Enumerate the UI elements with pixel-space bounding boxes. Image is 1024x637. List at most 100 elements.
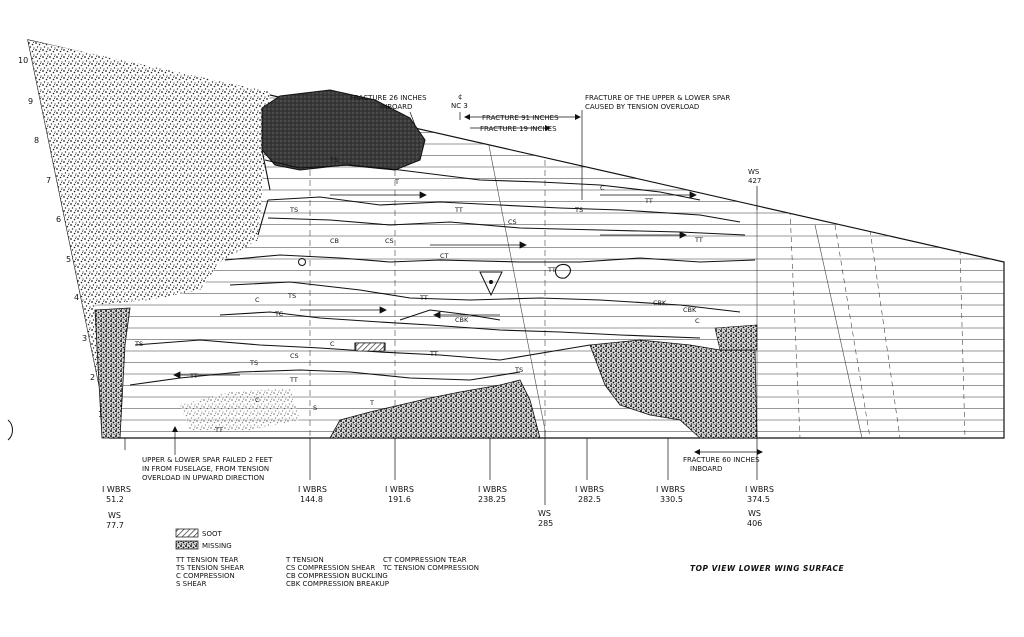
wbrs-1-value: 51.2 <box>106 495 124 504</box>
legend-soot-swatch <box>175 528 199 538</box>
mark-tc-1: TC <box>274 310 284 318</box>
rib-lines <box>309 40 966 438</box>
ws-427-value: 427 <box>748 177 761 185</box>
spar-failed-line3: OVERLOAD IN UPWARD DIRECTION <box>142 474 264 482</box>
spar-tension-line1: FRACTURE OF THE UPPER & LOWER SPAR <box>585 94 730 102</box>
legend-col2-item2: CS COMPRESSION SHEAR <box>286 564 375 572</box>
missing-region-bottom <box>329 379 541 439</box>
fastener-circle <box>298 258 306 266</box>
wbrs-6-label: I WBRS <box>656 485 685 494</box>
missing-region-left <box>28 40 270 438</box>
centerline-nc: NC 3 <box>451 102 468 110</box>
mark-cs-2: CS <box>385 237 394 245</box>
mark-tt-5: TT <box>429 350 438 358</box>
missing-region-bottom-right <box>589 339 758 439</box>
mark-c-4: C <box>255 396 260 404</box>
mark-tt-9: TT <box>694 236 703 244</box>
wbrs-labels: I WBRS 51.2 I WBRS 144.8 I WBRS 191.6 I … <box>102 485 774 504</box>
triangle-marker <box>479 271 503 297</box>
row-num-2: 2 <box>90 373 95 382</box>
fracture-60-line2: INBOARD <box>690 465 722 473</box>
mark-ts-1: TS <box>329 156 338 164</box>
fracture-26-line2: INBOARD <box>380 103 412 111</box>
ws-1-value: 77.7 <box>106 521 124 530</box>
missing-region-lower-left <box>94 307 131 439</box>
callout-ws-427: WS 427 <box>748 168 761 210</box>
row-num-5: 5 <box>66 255 71 264</box>
mark-s-1: S <box>313 404 317 412</box>
missing-region-right <box>714 324 758 351</box>
ws-2-value: 285 <box>538 519 553 528</box>
legend-col2-item1: T TENSION <box>285 556 324 564</box>
soot-region <box>261 89 426 171</box>
spar-failed-line2: IN FROM FUSELAGE, FROM TENSION <box>142 465 269 473</box>
ws-1-label: WS <box>108 511 121 520</box>
fracture-26-line1: FRACTURE 26 INCHES <box>350 94 427 102</box>
wbrs-1-label: I WBRS <box>102 485 131 494</box>
wbrs-4-value: 238.25 <box>478 495 506 504</box>
missing-region-top <box>180 388 300 430</box>
mark-cbk-3: CBK <box>683 306 697 314</box>
mark-tt-8: TT <box>214 426 223 434</box>
mark-tt-6: TT <box>189 372 198 380</box>
row-num-8: 8 <box>34 136 39 145</box>
ws-3-label: WS <box>748 509 761 518</box>
mark-ts-5: TS <box>134 340 143 348</box>
wbrs-4-label: I WBRS <box>478 485 507 494</box>
mark-cbk-1: CBK <box>455 316 469 324</box>
spar-failed-line1: UPPER & LOWER SPAR FAILED 2 FEET <box>142 456 273 464</box>
fracture-60-line1: FRACTURE 60 INCHES <box>683 456 760 464</box>
callout-fracture-60: FRACTURE 60 INCHES INBOARD <box>683 449 763 473</box>
legend-col2-item4: CBK COMPRESSION BREAKUP <box>286 580 389 588</box>
wbrs-5-label: I WBRS <box>575 485 604 494</box>
row-num-6: 6 <box>56 215 61 224</box>
row-num-7: 7 <box>46 176 51 185</box>
margin-mark <box>7 419 13 441</box>
station-ticks <box>124 430 758 505</box>
callout-spar-failed: UPPER & LOWER SPAR FAILED 2 FEET IN FROM… <box>142 426 273 482</box>
mark-cs-1: CS <box>508 218 517 226</box>
legend: SOOT MISSING TT TENSION TEAR TS TENSION … <box>175 528 479 588</box>
mark-c-3: C <box>330 340 335 348</box>
legend-col1-item1: TT TENSION TEAR <box>175 556 239 564</box>
legend-missing-label: MISSING <box>202 542 232 550</box>
mark-ct-1: CT <box>440 252 449 260</box>
mark-c-2: C <box>255 296 260 304</box>
row-num-10: 10 <box>18 56 28 65</box>
mark-tt-3: TT <box>547 266 556 274</box>
ws-427-label: WS <box>748 168 760 176</box>
legend-col1-item3: C COMPRESSION <box>176 572 235 580</box>
ws-3-value: 406 <box>747 519 762 528</box>
mark-ts-7: TS <box>514 366 523 374</box>
mark-c-1: C <box>600 184 605 192</box>
wbrs-5-value: 282.5 <box>578 495 601 504</box>
triangle-marker-dot <box>489 280 493 284</box>
callout-centerline: ¢ NC 3 <box>451 93 468 120</box>
row-num-4: 4 <box>74 293 79 302</box>
callout-fracture-26: FRACTURE 26 INCHES INBOARD <box>350 94 427 126</box>
mark-t-2: T <box>369 399 374 407</box>
wbrs-2-value: 144.8 <box>300 495 323 504</box>
wbrs-7-value: 374.5 <box>747 495 770 504</box>
mark-tt-1: TT <box>644 197 653 205</box>
row-num-9: 9 <box>28 97 33 106</box>
ws-labels: WS 77.7 WS 285 WS 406 <box>106 509 762 530</box>
spar-tension-line2: CAUSED BY TENSION OVERLOAD <box>585 103 699 111</box>
mark-cbk-2: CBK <box>653 299 667 307</box>
mark-cb-1: CB <box>330 237 339 245</box>
fracture-19-label: FRACTURE 19 INCHES <box>480 125 557 133</box>
row-num-1: 1 <box>98 410 103 419</box>
wbrs-7-label: I WBRS <box>745 485 774 494</box>
legend-col3-item2: TC TENSION COMPRESSION <box>382 564 479 572</box>
mark-ts-6: TS <box>249 359 258 367</box>
missing-patch-center <box>355 342 385 352</box>
fracture-91-label: FRACTURE 91 INCHES <box>482 114 559 122</box>
legend-col3-item1: CT COMPRESSION TEAR <box>383 556 467 564</box>
legend-soot-label: SOOT <box>202 530 222 538</box>
ws-2-label: WS <box>538 509 551 518</box>
mark-tt-4: TT <box>419 294 428 302</box>
mark-cs-3: CS <box>290 352 299 360</box>
stress-arrows <box>173 191 697 379</box>
callout-spar-tension: FRACTURE OF THE UPPER & LOWER SPAR CAUSE… <box>585 94 730 111</box>
callout-fracture-91: FRACTURE 91 INCHES <box>464 110 583 200</box>
